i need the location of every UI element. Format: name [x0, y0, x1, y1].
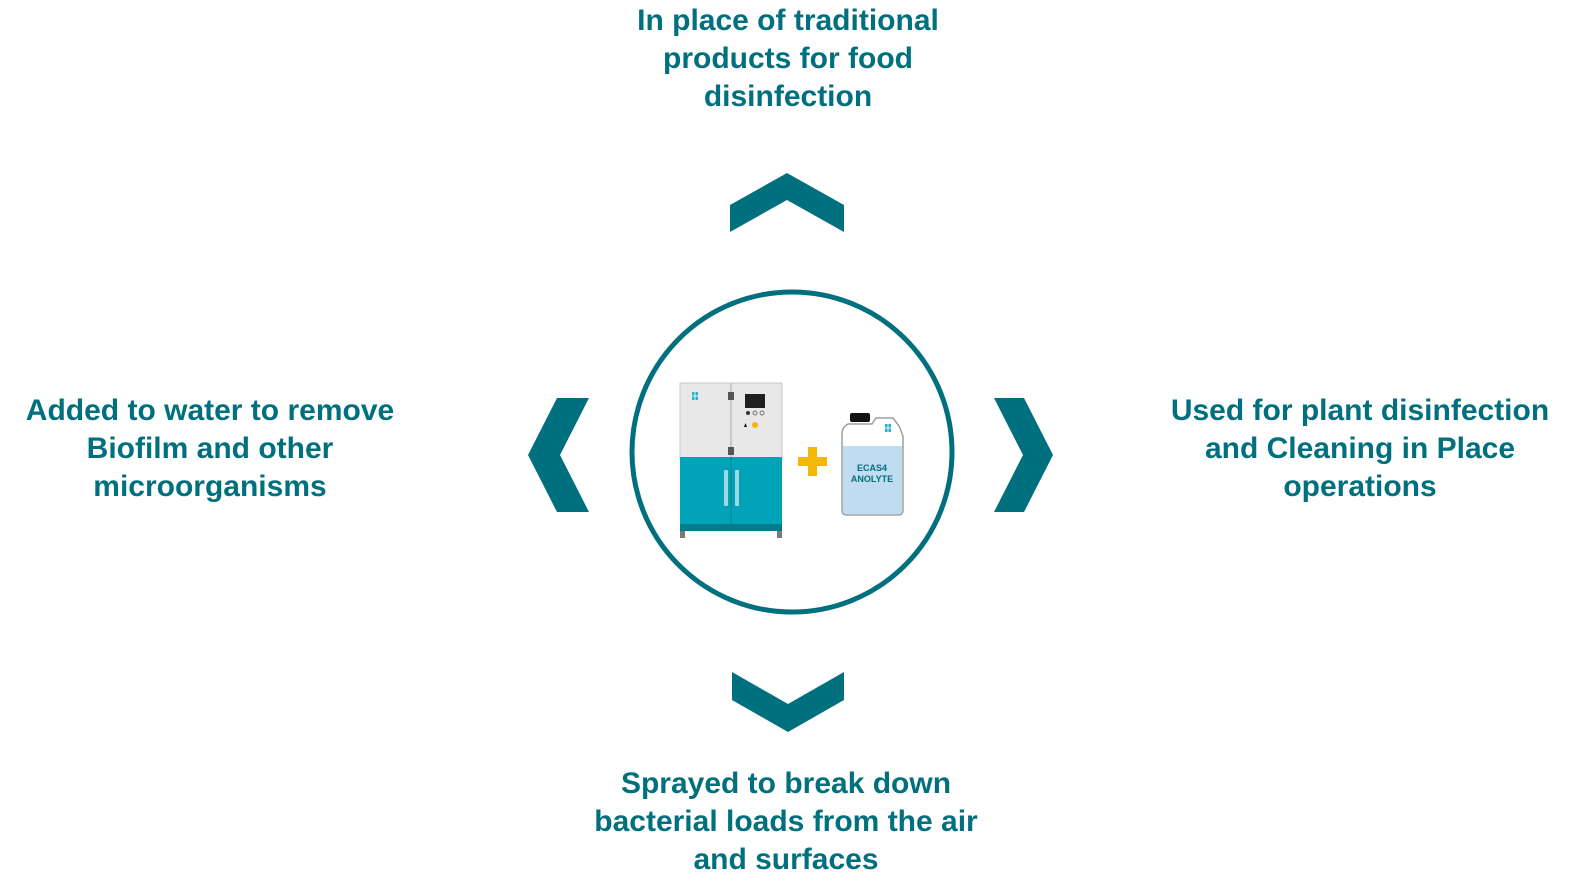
- anolyte-bottle-icon: ECAS4 ANOLYTE: [841, 413, 904, 516]
- label-left-line: microorganisms: [93, 470, 327, 503]
- label-left: Added to water to remove Biofilm and oth…: [0, 392, 420, 506]
- label-left-line: Added to water to remove: [25, 394, 395, 427]
- label-right-line: operations: [1283, 470, 1437, 503]
- label-left-line: Biofilm and other: [86, 432, 334, 465]
- label-bottom-line: bacterial loads from the air: [594, 805, 978, 838]
- label-top-line: products for food: [663, 42, 913, 75]
- label-right-line: Used for plant disinfection: [1170, 394, 1550, 427]
- generator-machine-icon: [679, 382, 783, 538]
- label-right: Used for plant disinfection and Cleaning…: [1140, 392, 1580, 506]
- plus-icon: [798, 447, 827, 476]
- chevron-up-icon: [730, 173, 844, 232]
- label-top: In place of traditional products for foo…: [588, 2, 988, 116]
- bottle-label-line2: ANOLYTE: [851, 474, 893, 484]
- label-right-line: and Cleaning in Place: [1204, 432, 1516, 465]
- label-top-line: In place of traditional: [637, 4, 939, 37]
- center-circle: [629, 289, 955, 615]
- chevron-left-icon: [528, 398, 589, 512]
- chevron-right-icon: [994, 398, 1053, 512]
- label-bottom: Sprayed to break down bacterial loads fr…: [566, 765, 1006, 879]
- chevron-down-icon: [732, 672, 844, 732]
- label-bottom-line: and surfaces: [693, 843, 879, 876]
- label-bottom-line: Sprayed to break down: [620, 767, 952, 800]
- label-top-line: disinfection: [703, 80, 873, 113]
- bottle-label-line1: ECAS4: [857, 463, 887, 473]
